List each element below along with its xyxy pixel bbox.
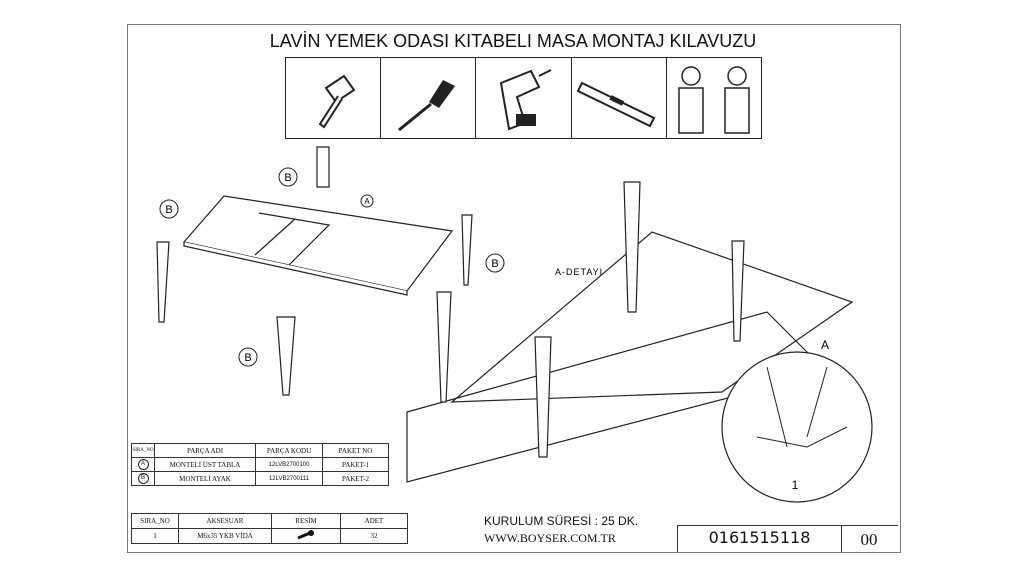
- detail-number: 1: [792, 478, 799, 492]
- assembly-drawing: B B B B A A-DETAYI A 1: [156, 146, 873, 503]
- page-title: LAVİN YEMEK ODASI KITABELI MASA MONTAJ K…: [269, 31, 757, 51]
- assembly-duration: KURULUM SÜRESİ : 25 DK.: [484, 514, 639, 528]
- two-person-icon: [667, 58, 761, 138]
- drill-icon: [476, 58, 572, 138]
- leg-b-top: [316, 146, 330, 188]
- label-b-top: B: [284, 172, 291, 184]
- leg-b-left: [156, 241, 170, 323]
- label-b-bottom: B: [244, 352, 251, 364]
- hammer-icon: [286, 58, 382, 138]
- leg-b-right: [461, 214, 473, 286]
- label-b-left: B: [165, 204, 172, 216]
- table-top: [182, 195, 454, 292]
- detail-letter: A: [821, 338, 829, 352]
- document-code: 0161515118: [677, 525, 842, 552]
- screwdriver-icon: [381, 58, 477, 138]
- detail-circle: [721, 351, 873, 503]
- label-b-right: B: [491, 258, 498, 270]
- level-icon: [572, 58, 667, 138]
- revision-number: 00: [840, 525, 898, 552]
- label-a: A: [364, 197, 370, 206]
- leg-b-bottom: [276, 316, 296, 396]
- website: WWW.BOYSER.COM.TR: [484, 531, 616, 545]
- detail-label: A-DETAYI: [555, 267, 603, 277]
- tools-strip: [285, 57, 762, 139]
- screw-icon: [271, 528, 341, 544]
- page-frame: [127, 24, 901, 553]
